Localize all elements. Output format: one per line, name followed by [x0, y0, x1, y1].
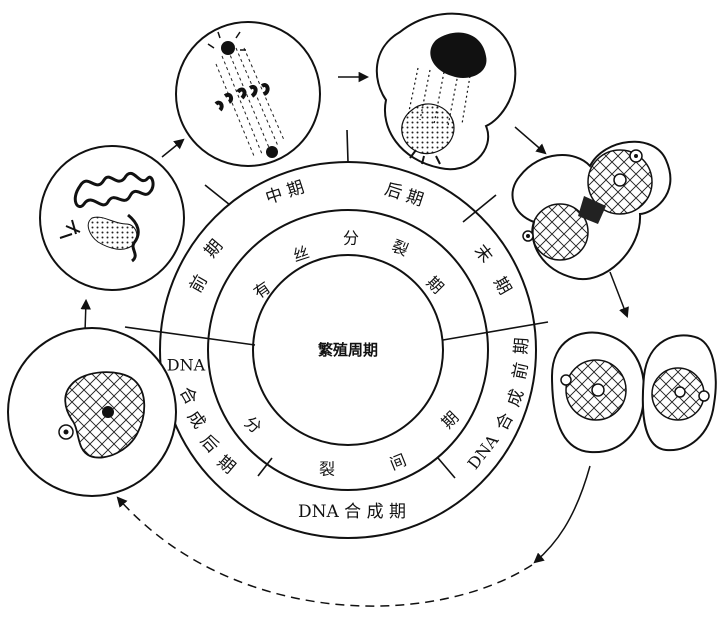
divider-prophase-metaphase [205, 185, 230, 205]
g1-label-char-3: 成 [504, 387, 529, 410]
mitosis-label-char-2: 丝 [290, 242, 311, 265]
g2-label-char-5: 期 [213, 452, 239, 478]
g1-label-char-5: 期 [511, 337, 532, 355]
divider-mitosis-interphase-right [443, 322, 548, 340]
arrow-daughters-down [535, 466, 590, 562]
daughter-cells [552, 333, 716, 453]
mitosis-label-char-4: 裂 [389, 236, 411, 260]
divider-mitosis-interphase-left [125, 327, 255, 345]
arrow-prophase-to-metaphase [162, 140, 183, 157]
interphase-label-char-1: 分 [241, 413, 265, 438]
prophase-label-char-1: 前 [186, 272, 212, 297]
telophase-label-char-2: 期 [489, 274, 515, 299]
prophase-cell [40, 146, 184, 290]
center-label: 繁殖周期 [317, 341, 378, 359]
g2-label-char-2: 合 [175, 384, 201, 409]
s-phase-label: DNA 合 成 期 [298, 502, 406, 522]
g2-label-char-4: 后 [196, 431, 222, 457]
mitosis-label-char-3: 分 [343, 229, 359, 248]
prophase-label-char-2: 期 [201, 236, 227, 262]
metaphase-label: 中 期 [263, 177, 307, 208]
interphase-cell [8, 328, 176, 496]
interphase-label-char-4: 期 [438, 408, 463, 433]
arrow-anaphase-to-telophase [515, 127, 545, 153]
anaphase-cell [377, 14, 515, 170]
g2-label-char-3: 成 [183, 407, 209, 432]
g1-label-char-4: 前 [509, 361, 532, 382]
mitosis-label-char-1: 有 [250, 278, 274, 303]
g2-label-char-1: DNA [167, 356, 206, 375]
divider-metaphase-anaphase [347, 130, 348, 162]
divider-anaphase-telophase [463, 195, 496, 222]
mitosis-label-char-5: 期 [423, 273, 448, 298]
anaphase-label: 后 期 [382, 179, 426, 210]
divider-g1-s [438, 458, 455, 478]
interphase-label-char-2: 裂 [319, 460, 335, 479]
interphase-label-char-3: 间 [387, 450, 409, 474]
g1-label-char-1: DNA [464, 431, 503, 473]
metaphase-cell [176, 22, 320, 166]
telophase-label-char-1: 末 [470, 241, 496, 267]
telophase-cell [512, 142, 670, 279]
g1-label-char-2: 合 [492, 410, 518, 434]
arrow-telophase-to-daughters [610, 272, 627, 316]
